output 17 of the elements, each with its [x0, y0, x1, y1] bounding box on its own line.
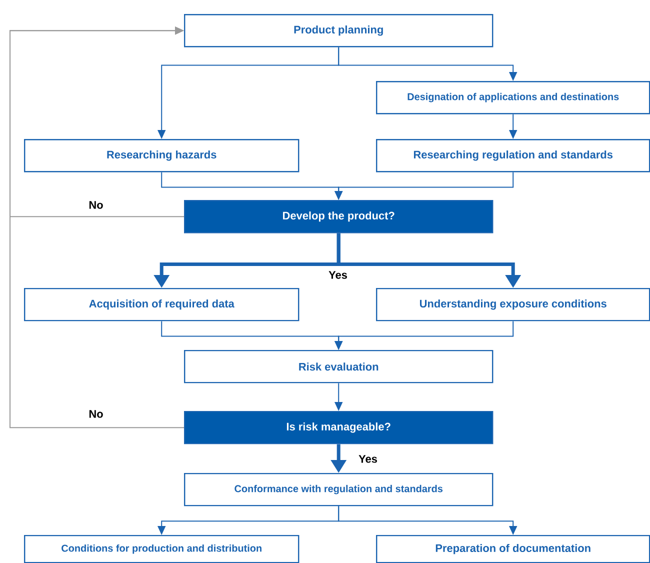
edge-label: Yes [358, 454, 378, 464]
process-box: Conditions for production and distribution [24, 534, 300, 563]
process-box: Researching regulation and standards [376, 139, 650, 172]
process-box: Product planning [184, 14, 494, 48]
arrow [10, 26, 184, 428]
process-box: Preparation of documentation [376, 534, 650, 563]
edge-label: No [88, 409, 104, 419]
edge-label: No [88, 200, 104, 210]
process-box: Researching hazards [24, 139, 300, 172]
decision-box: Is risk manageable? [184, 410, 494, 444]
process-box: Understanding exposure conditions [376, 288, 650, 322]
process-box: Designation of applications and destinations [376, 81, 650, 114]
process-box: Risk evaluation [184, 350, 494, 384]
decision-box: Develop the product? [184, 200, 494, 234]
process-box: Acquisition of required data [24, 288, 300, 322]
process-box: Conformance with regulation and standards [184, 472, 494, 506]
edge-label: Yes [328, 270, 348, 280]
